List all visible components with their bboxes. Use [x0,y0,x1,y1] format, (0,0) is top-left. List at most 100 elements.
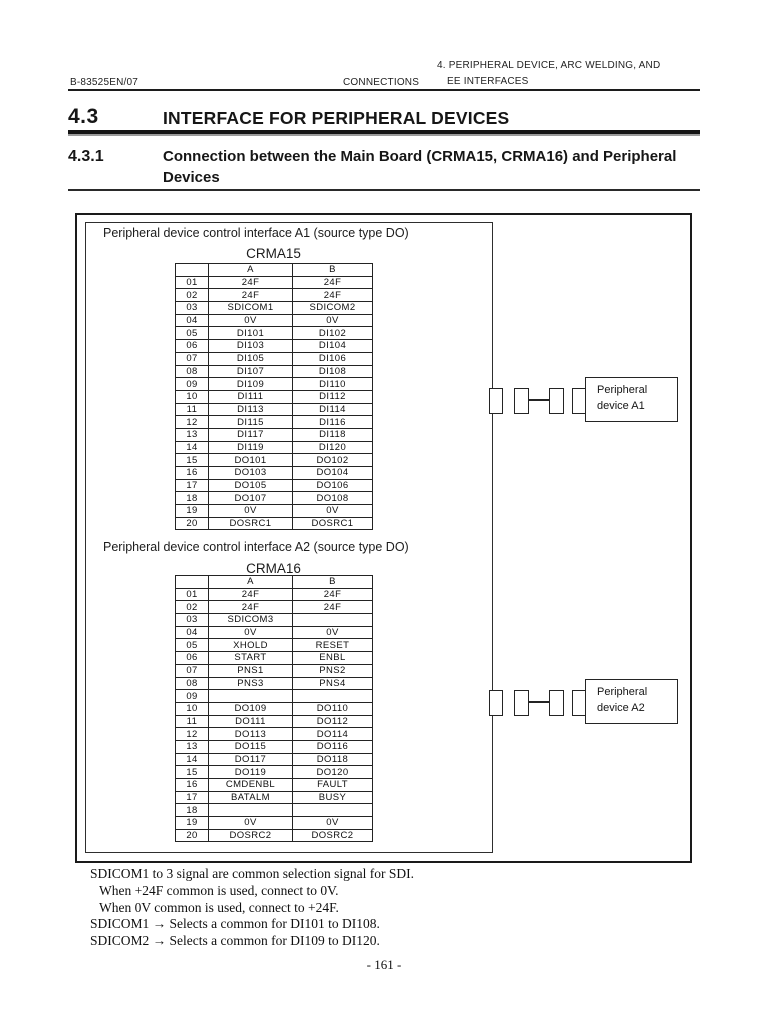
signal-name: 0V [208,816,293,830]
signal-name: DI120 [292,440,373,455]
pin-number: 12 [175,415,209,429]
pin-table-header: A B [175,263,373,277]
note-24f-common: When +24F common is used, connect to 0V. [99,883,339,898]
page-number: - 161 - [366,957,402,972]
pin-number: 03 [175,613,209,627]
column-b-header: B [292,263,373,277]
signal-name: DI119 [208,440,293,455]
signal-name: DOSRC1 [292,516,373,531]
pin-number: 17 [175,478,209,493]
signal-name: DO114 [292,727,373,741]
pin-number: 14 [175,440,209,455]
signal-name [208,689,293,703]
pin-number: 18 [175,803,209,818]
signal-name [292,803,373,818]
interface-a1-caption: Peripheral device control interface A1 (… [103,226,409,240]
pin-number: 02 [175,600,209,615]
signal-name: 0V [292,313,373,328]
signal-name: DO118 [292,752,373,767]
crma16-cable-plug-icon [514,690,529,716]
pin-number: 10 [175,701,209,716]
signal-name: DI110 [292,377,373,391]
pin-number: 16 [175,466,209,480]
signal-name: CMDENBL [208,778,293,792]
signal-name: 24F [208,275,293,290]
signal-name: RESET [292,638,373,653]
pin-number: 04 [175,313,209,328]
pin-number: 04 [175,625,209,640]
pin-number: 03 [175,301,209,315]
pin-number: 15 [175,453,209,467]
pin-number: 11 [175,714,209,729]
signal-name: DO101 [208,453,293,467]
pin-number: 18 [175,491,209,506]
pin-number: 07 [175,351,209,366]
pin-number: 06 [175,651,209,665]
signal-name: DO117 [208,752,293,767]
signal-name: 0V [292,504,373,518]
pin-number: 20 [175,516,209,531]
pin-number: 09 [175,689,209,703]
signal-name: PNS3 [208,676,293,691]
signal-name: DI107 [208,364,293,379]
signal-name: DO120 [292,765,373,779]
pin-number: 15 [175,765,209,779]
signal-name: DO116 [292,739,373,754]
crma15-connector-title: CRMA15 [246,246,301,261]
pin-number: 07 [175,663,209,678]
signal-name: DI115 [208,415,293,429]
signal-name: PNS1 [208,663,293,678]
main-board-box: Peripheral device control interface A1 (… [85,222,493,853]
signal-name: 0V [292,625,373,640]
pin-number: 13 [175,427,209,442]
crma16-board-connector-icon [489,690,503,716]
signal-name: DI116 [292,415,373,429]
signal-name: DI103 [208,339,293,353]
signal-name: SDICOM1 [208,301,293,315]
pin-number: 17 [175,790,209,805]
signal-name: DO102 [292,453,373,467]
signal-name: BUSY [292,790,373,805]
pin-number: 19 [175,504,209,518]
signal-name: PNS2 [292,663,373,678]
interface-a2-caption: Peripheral device control interface A2 (… [103,540,409,554]
chapter-header-line2: EE INTERFACES [447,76,529,87]
note-sdicom1: SDICOM1 → Selects a common for DI101 to … [90,916,380,931]
signal-name: SDICOM2 [292,301,373,315]
subsection-title: Connection between the Main Board (CRMA1… [163,148,677,186]
signal-name: 24F [208,288,293,303]
crma15-board-connector-icon [489,388,503,414]
subsection-number: 4.3.1 [68,148,104,165]
signal-name: 24F [292,600,373,615]
signal-name: DO107 [208,491,293,506]
signal-name [208,803,293,818]
signal-name: DO115 [208,739,293,754]
pin-row: 09 [175,689,373,703]
pin-number: 10 [175,389,209,404]
signal-name [292,689,373,703]
signal-name: DI101 [208,326,293,341]
signal-name: SDICOM3 [208,613,293,627]
